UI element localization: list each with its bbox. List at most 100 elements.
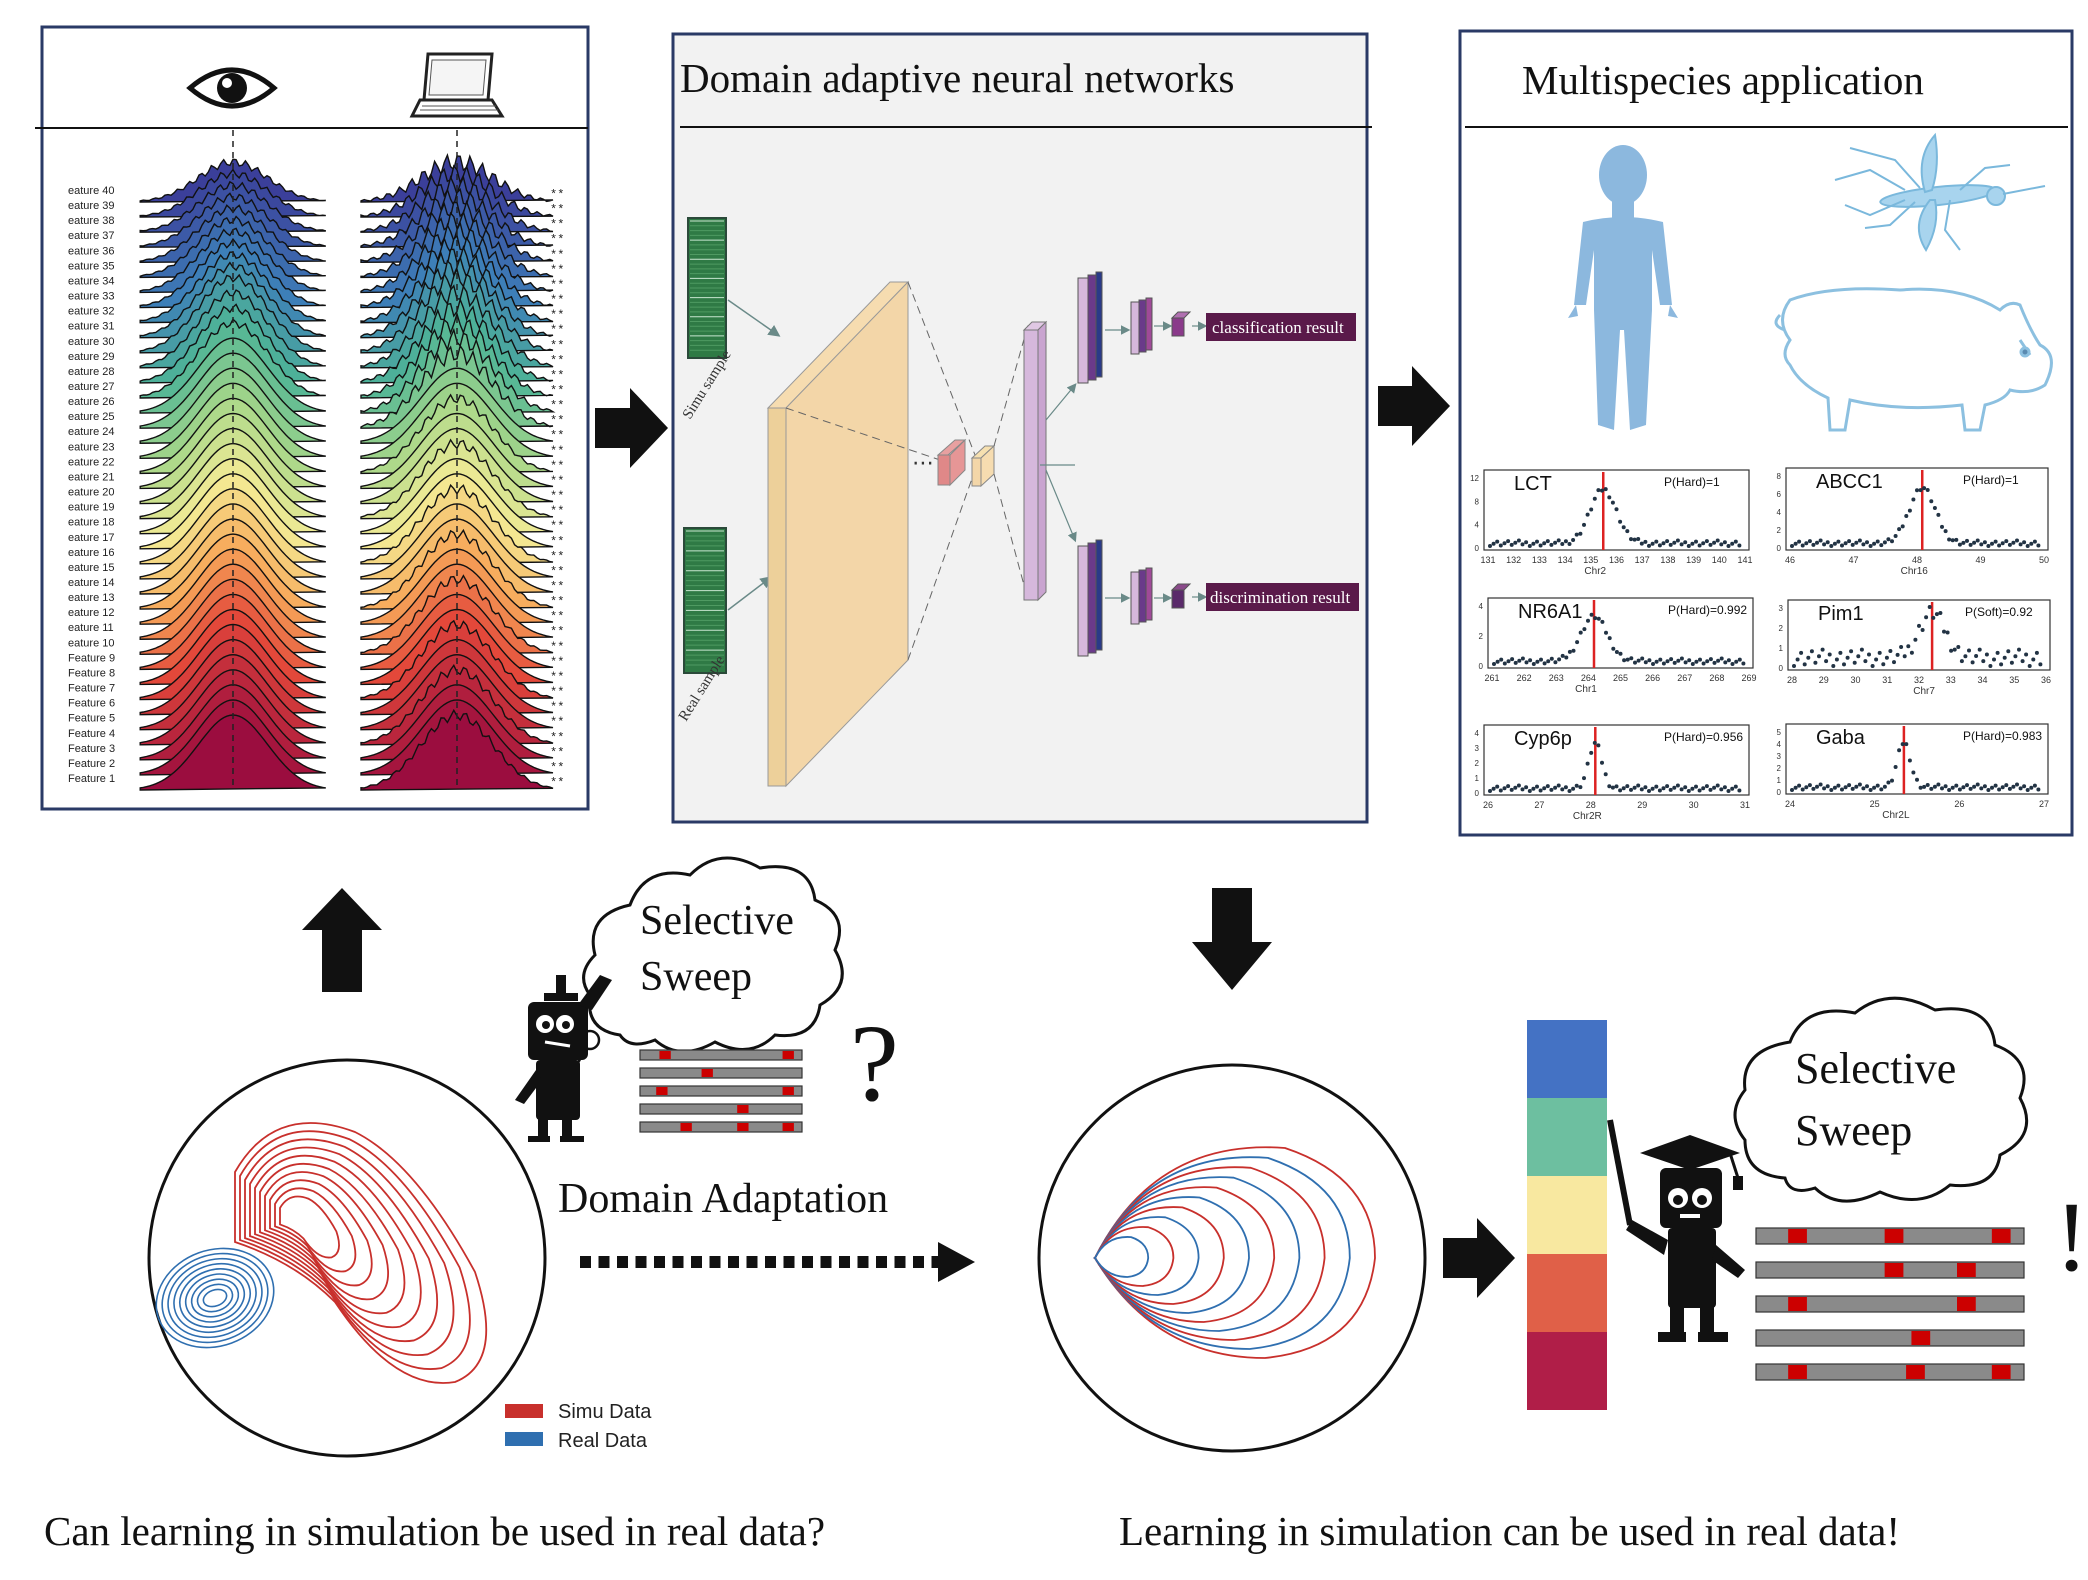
data-point: [1990, 785, 1994, 790]
data-point: [2036, 787, 2041, 792]
simu-contour: [234, 1122, 488, 1384]
simu-contour: [279, 1195, 340, 1259]
species-panel: Multispecies application: [1458, 29, 2074, 837]
data-point: [1647, 543, 1651, 548]
feature-label: eature 34: [68, 275, 114, 287]
data-point: [1697, 788, 1702, 793]
data-point: [1539, 657, 1543, 662]
feature-label: eature 27: [68, 381, 114, 393]
gene-prob: P(Soft)=0.92: [1965, 605, 2033, 619]
data-point: [2024, 652, 2029, 657]
data-point: [1716, 658, 1721, 663]
data-point: [1790, 544, 1794, 548]
feature-label: eature 18: [68, 517, 114, 529]
data-point: [1604, 630, 1608, 635]
data-point: [1546, 659, 1551, 664]
x-tick: 269: [1741, 673, 1756, 683]
data-point: [1897, 527, 1902, 532]
data-point: [1643, 785, 1648, 790]
data-point: [1495, 539, 1500, 544]
significance-mark: **: [550, 490, 564, 504]
color-bar-segment: [1527, 1020, 1607, 1098]
data-point: [1567, 649, 1572, 654]
classification-result-label: classification result: [1212, 318, 1344, 337]
y-tick: 6: [1777, 490, 1782, 499]
data-point: [1974, 654, 1979, 658]
data-point: [1890, 539, 1894, 544]
x-tick: 28: [1787, 675, 1797, 685]
y-tick: 2: [1779, 624, 1784, 633]
discrimination-result-label: discrimination result: [1210, 588, 1351, 607]
data-point: [1596, 743, 1601, 748]
data-point: [1899, 645, 1904, 649]
domain-adaptation-label: Domain Adaptation: [558, 1176, 888, 1222]
mutation-block: [680, 1123, 692, 1131]
data-point: [1658, 657, 1663, 662]
real-contour: [179, 1268, 251, 1328]
data-point: [1968, 786, 1973, 791]
significance-mark: **: [550, 294, 564, 308]
y-tick: 2: [1479, 632, 1484, 641]
data-point: [1906, 644, 1911, 649]
right-cloud-line1: Selective: [1795, 1044, 1956, 1093]
data-point: [1936, 782, 1941, 787]
data-point: [2032, 539, 2037, 544]
gene-prob: P(Hard)=1: [1664, 475, 1720, 489]
color-bar-segment: [1527, 1098, 1607, 1176]
legend-real-label: Real Data: [558, 1430, 648, 1452]
y-tick: 2: [1777, 526, 1782, 535]
mutation-block: [1906, 1365, 1925, 1379]
data-point: [1929, 786, 1934, 791]
significance-mark: **: [550, 550, 564, 564]
mutation-block: [1957, 1263, 1976, 1277]
data-point: [1940, 524, 1944, 529]
data-point: [1722, 785, 1727, 790]
x-tick: 27: [1534, 800, 1544, 810]
data-point: [1957, 787, 1962, 792]
chrom-label: Chr2L: [1882, 810, 1910, 821]
feature-label: Feature 7: [68, 683, 115, 695]
y-tick: 3: [1779, 604, 1784, 613]
ridge-right: [360, 163, 554, 218]
feature-label: eature 26: [68, 396, 114, 408]
data-point: [1892, 660, 1896, 665]
human-silhouette: [1568, 145, 1678, 430]
data-point: [1981, 659, 1986, 664]
gene-name: NR6A1: [1518, 601, 1582, 623]
data-point: [1589, 750, 1594, 755]
significance-mark: **: [550, 263, 564, 277]
data-point: [1640, 656, 1645, 661]
data-point: [1621, 786, 1626, 791]
data-point: [1741, 661, 1746, 666]
data-point: [1499, 657, 1504, 662]
data-point: [1861, 786, 1866, 791]
data-point: [2038, 662, 2043, 667]
data-point: [1911, 497, 1916, 502]
feature-label: eature 28: [68, 366, 114, 378]
data-point: [1549, 656, 1554, 661]
data-point: [1650, 541, 1655, 546]
data-point: [1704, 539, 1709, 544]
data-point: [1984, 652, 1989, 657]
gene-name: LCT: [1514, 473, 1552, 495]
data-point: [1502, 661, 1507, 666]
data-point: [1582, 776, 1586, 781]
data-point: [1847, 783, 1852, 788]
data-point: [1986, 544, 1991, 548]
data-point: [1850, 786, 1855, 791]
data-point: [1643, 539, 1648, 544]
data-point: [1567, 542, 1572, 546]
gene-name: Gaba: [1816, 727, 1866, 749]
data-point: [1843, 541, 1848, 546]
data-point: [1694, 784, 1698, 789]
data-point: [1849, 649, 1854, 654]
gene-name: Pim1: [1818, 603, 1864, 625]
feature-label: eature 12: [68, 607, 114, 619]
dash: [765, 1256, 776, 1268]
data-point: [1932, 506, 1937, 510]
mixed-contour: [1093, 1236, 1150, 1278]
data-point: [1952, 647, 1957, 652]
mutation-block: [782, 1051, 794, 1059]
data-point: [1650, 786, 1655, 791]
